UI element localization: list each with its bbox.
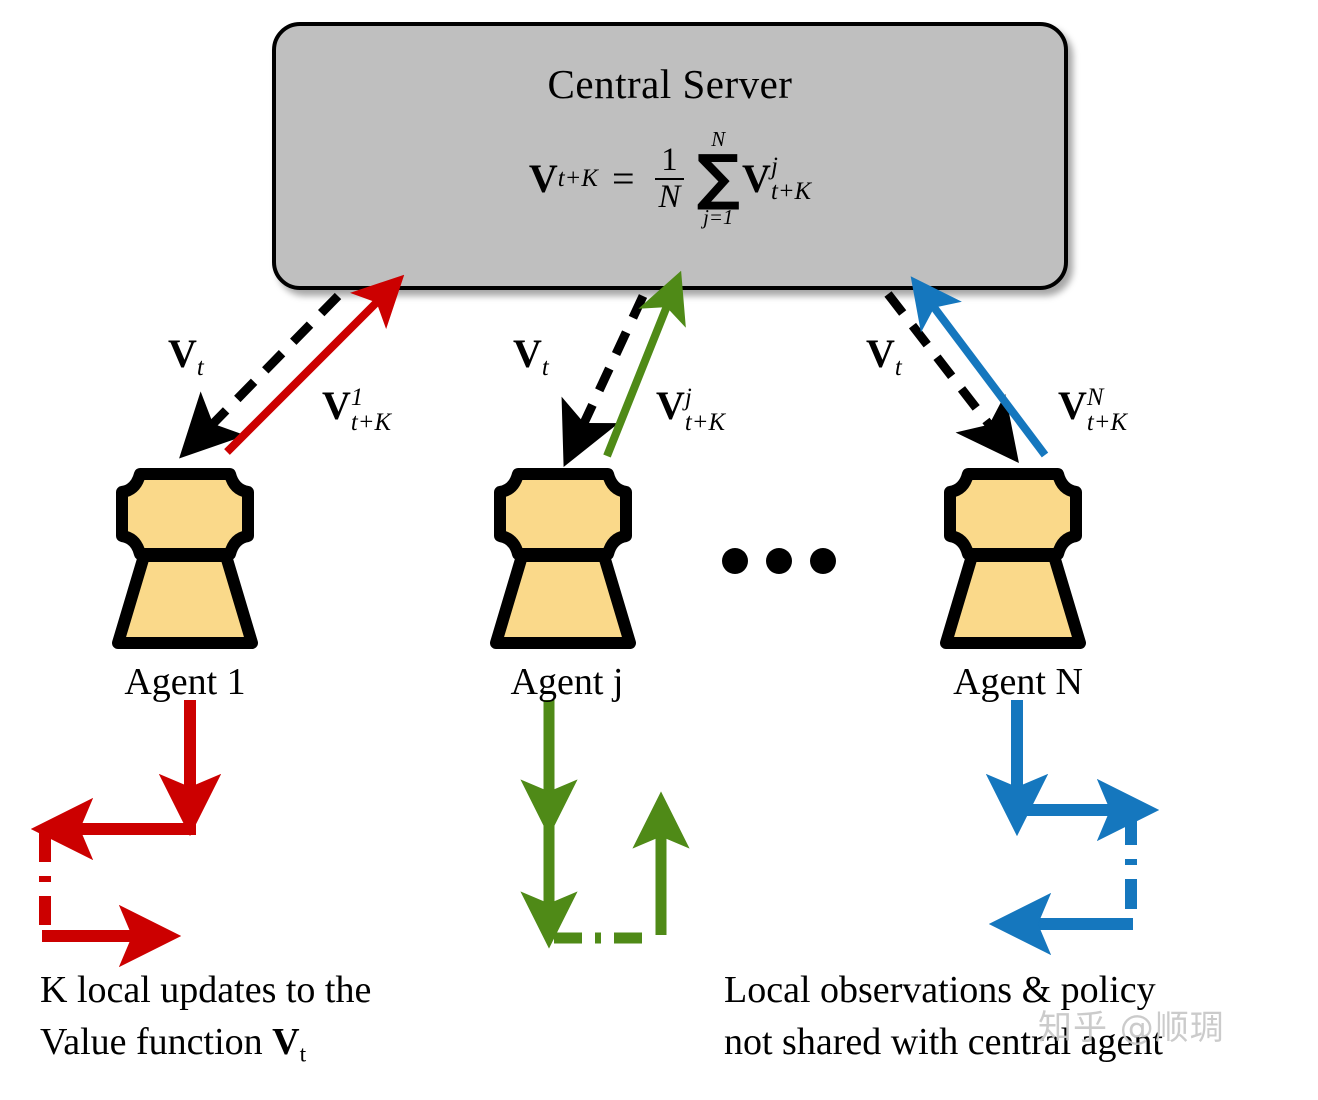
- formula-rhs-symbol: V: [742, 156, 771, 202]
- central-server-title: Central Server: [547, 61, 793, 107]
- label-uplink-agent-1-symbol: V: [322, 383, 351, 428]
- formula-summation: N ∑ j=1: [696, 128, 741, 229]
- label-downlink-agent-N-subscript: t: [894, 353, 902, 381]
- caption-right-line-2: not shared with central agent: [724, 1021, 1163, 1063]
- caption-right-line-1: Local observations & policy: [724, 969, 1156, 1011]
- formula-equals: =: [611, 156, 635, 202]
- agent-label-1: Agent 1: [124, 661, 246, 703]
- uplink-arrow-agent-N: [910, 276, 1049, 458]
- formula-rhs-superscript: j: [770, 152, 778, 180]
- agent-icon-1[interactable]: [100, 460, 280, 655]
- label-downlink-agent-1-symbol: V: [168, 331, 197, 376]
- caption-left-line-2: Value function Vt: [40, 1017, 306, 1071]
- caption-left-line-2-symbol: V: [272, 1021, 300, 1063]
- label-downlink-agent-1-subscript: t: [196, 353, 204, 381]
- formula-sum-lower-limit: j=1: [703, 205, 734, 229]
- formula-lhs-symbol: V: [528, 156, 558, 202]
- agent-icon-head-N: [944, 468, 1082, 560]
- label-downlink-agent-1: Vt: [168, 330, 204, 382]
- ellipsis-dot-1: [722, 548, 748, 574]
- label-downlink-agent-j: Vt: [513, 330, 549, 382]
- agent-icon-base-j: [490, 550, 636, 649]
- label-uplink-agent-N-subscript: t+K: [1086, 409, 1128, 437]
- label-uplink-agent-j-superscript: j: [684, 384, 692, 412]
- agent-label-N: Agent N: [953, 661, 1083, 703]
- agent-icon-base-N: [940, 550, 1086, 649]
- uplink-arrow-agent-j: [603, 270, 686, 458]
- label-uplink-agent-j-subscript: t+K: [684, 409, 726, 437]
- formula-fraction-denominator: N: [654, 177, 685, 214]
- ellipsis-dot-2: [766, 548, 792, 574]
- formula-sum-upper-limit: N: [711, 128, 726, 151]
- formula-fraction-numerator: 1: [661, 142, 678, 179]
- formula-rhs-subscript: t+K: [770, 178, 812, 206]
- agent-icon-head-1: [116, 468, 254, 560]
- downlink-arrow-agent-N: [884, 291, 1019, 464]
- ellipsis-dot-3: [810, 548, 836, 574]
- agent-icon-head-j: [494, 468, 632, 560]
- sigma-icon: ∑: [696, 142, 741, 213]
- uplink-arrow-agent-1: [224, 274, 405, 455]
- downlink-arrow-agent-j: [561, 294, 648, 468]
- agent-icon-j[interactable]: [478, 460, 658, 655]
- label-uplink-agent-N-symbol: V: [1058, 383, 1087, 428]
- label-downlink-agent-N-symbol: V: [866, 331, 895, 376]
- caption-left-line-2-text: Value function: [40, 1021, 273, 1063]
- formula-lhs-subscript: t+K: [557, 164, 598, 192]
- label-uplink-agent-1-subscript: t+K: [350, 409, 392, 437]
- agent-icon-N[interactable]: [928, 460, 1108, 655]
- agent-label-j: Agent j: [510, 661, 624, 703]
- label-uplink-agent-1-superscript: 1: [350, 384, 364, 412]
- caption-left-line-1: K local updates to the: [40, 969, 372, 1011]
- caption-left-line-2-subscript: t: [299, 1041, 307, 1068]
- label-downlink-agent-j-symbol: V: [513, 331, 542, 376]
- downlink-arrow-agent-1: [179, 292, 342, 459]
- label-downlink-agent-j-subscript: t: [541, 353, 549, 381]
- agent-icon-base-1: [112, 550, 258, 649]
- label-uplink-agent-N-superscript: N: [1086, 384, 1104, 412]
- formula-fraction: 1 N: [654, 142, 685, 214]
- label-downlink-agent-N: Vt: [866, 330, 902, 382]
- label-uplink-agent-j-symbol: V: [656, 383, 685, 428]
